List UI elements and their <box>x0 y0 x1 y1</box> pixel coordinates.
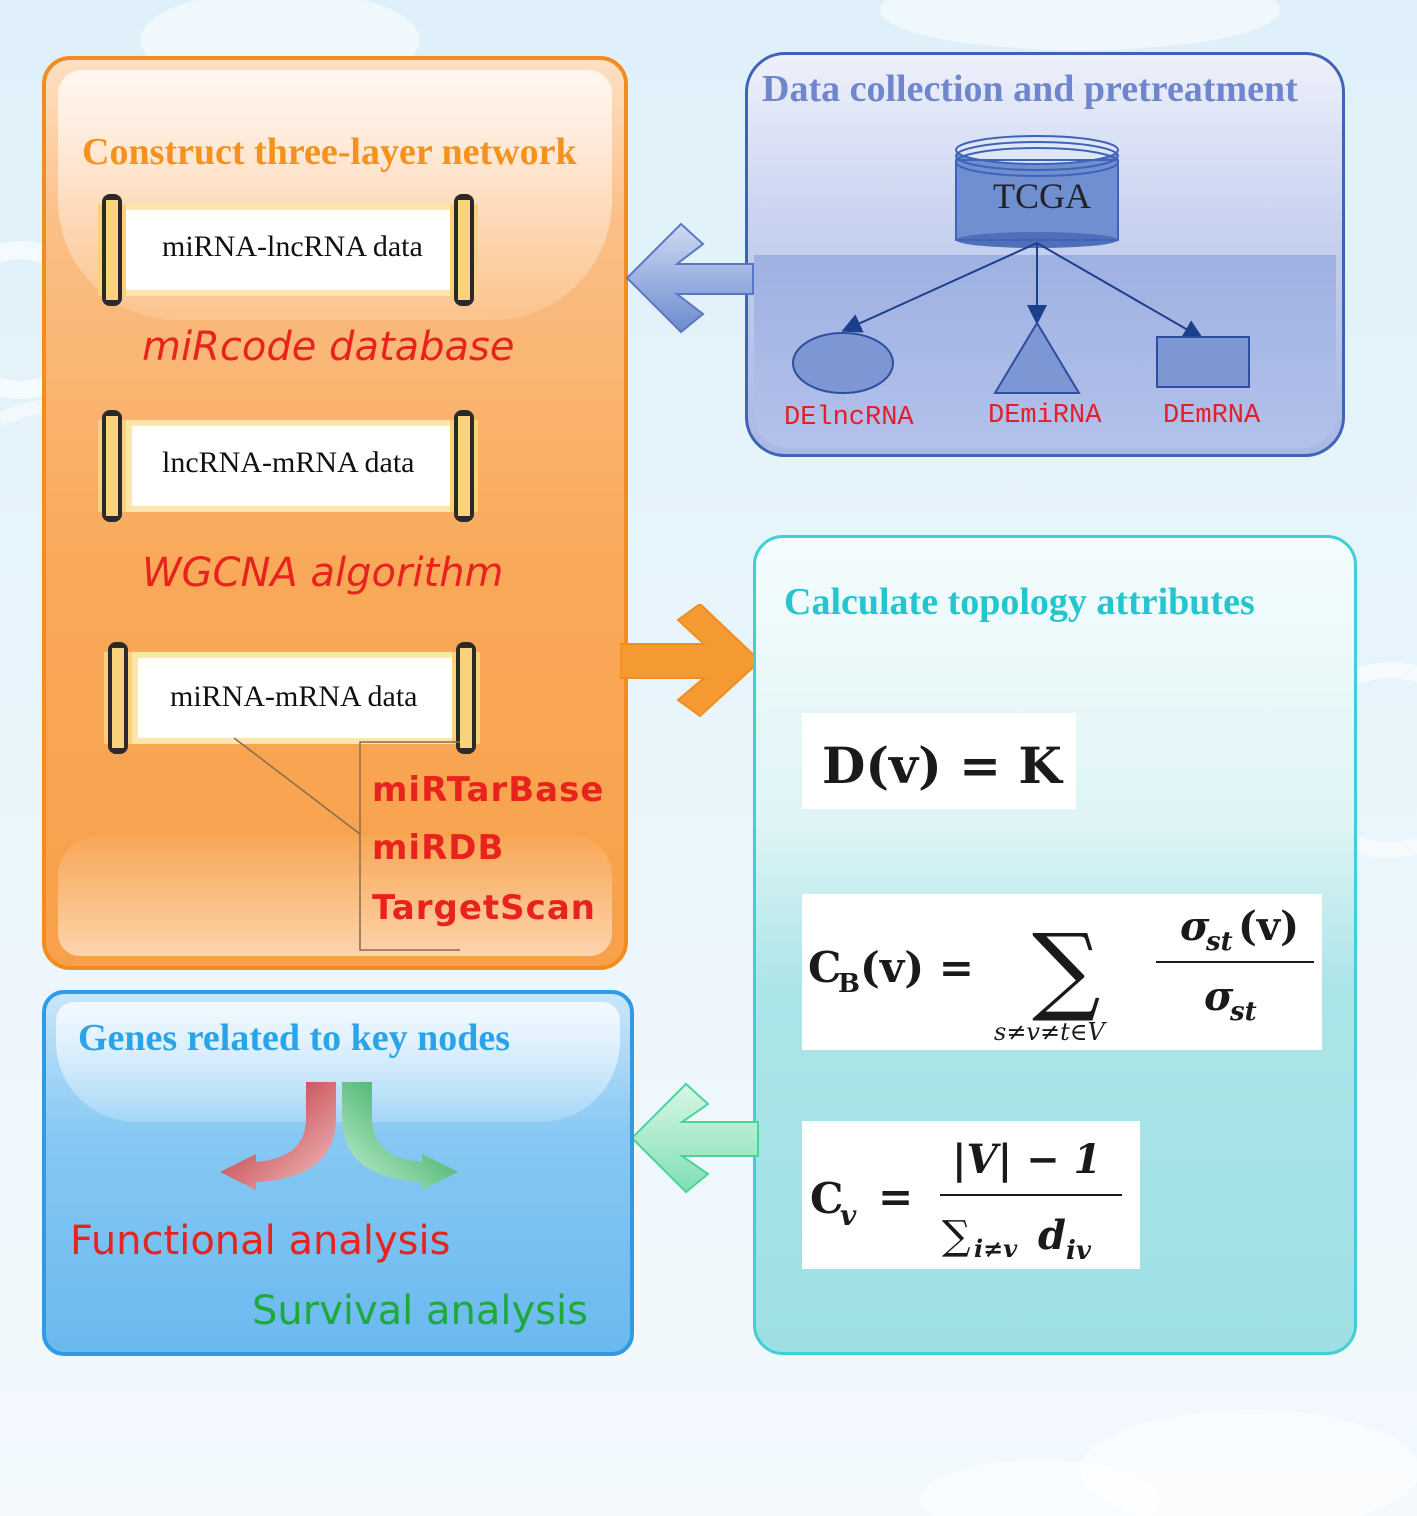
source-mircode: miRcode database <box>142 324 515 370</box>
database-icon <box>955 135 1119 248</box>
arrow-left-icon <box>625 222 754 334</box>
svg-text:∑: ∑ <box>1032 913 1101 1025</box>
topology-panel: Calculate topology attributes D(v) = K C… <box>753 535 1357 1355</box>
database-label: TCGA <box>993 176 1091 216</box>
split-arrows-icon <box>220 1082 458 1190</box>
survival-analysis-label: Survival analysis <box>252 1288 588 1334</box>
scroll-icon <box>98 410 478 522</box>
svg-text:σ: σ <box>1204 973 1234 1020</box>
betweenness-formula: C B (v) = ∑ s≠v≠t∈V σ st (v) σ st <box>802 894 1322 1050</box>
construct-panel-title: Construct three-layer network <box>82 131 577 173</box>
data-collection-panel: Data collection and pretreatment TCGA DE… <box>745 52 1345 457</box>
closeness-formula: C v = |V| − 1 ∑ i≠v d iv <box>802 1121 1140 1269</box>
scroll-label-mirna-mrna: miRNA-mRNA data <box>170 680 418 713</box>
svg-text:st: st <box>1229 997 1257 1027</box>
arrow-right-icon <box>620 604 762 718</box>
svg-text:i≠v: i≠v <box>974 1234 1018 1263</box>
degree-formula: D(v) = K <box>802 713 1076 809</box>
output-demirna: DEmiRNA <box>988 401 1102 431</box>
ellipse-shape <box>792 332 894 394</box>
svg-text:C: C <box>808 943 841 992</box>
data-panel-title: Data collection and pretreatment <box>762 68 1298 110</box>
source-mirdb: miRDB <box>372 828 505 868</box>
svg-text:s≠v≠t∈V: s≠v≠t∈V <box>994 1018 1108 1046</box>
scroll-icon <box>98 194 478 306</box>
source-wgcna: WGCNA algorithm <box>142 550 504 596</box>
scroll-icon <box>104 642 480 754</box>
svg-text:(v): (v) <box>1238 903 1299 950</box>
data-flow-diagram <box>792 135 1250 394</box>
arrow-left-icon <box>630 1082 759 1194</box>
svg-text:∑: ∑ <box>942 1213 971 1259</box>
output-delncrna: DElncRNA <box>784 403 914 433</box>
svg-text:B: B <box>838 969 860 999</box>
construct-network-panel: Construct three-layer network miRNA-lncR… <box>42 56 628 970</box>
svg-text:D(v) = K: D(v) = K <box>822 736 1063 795</box>
source-targetscan: TargetScan <box>372 888 596 928</box>
source-mirtarbase: miRTarBase <box>372 770 605 810</box>
scroll-label-lncrna-mrna: lncRNA-mRNA data <box>162 446 415 479</box>
svg-text:iv: iv <box>1066 1236 1092 1266</box>
genes-panel-title: Genes related to key nodes <box>78 1017 511 1059</box>
topology-panel-title: Calculate topology attributes <box>784 581 1255 623</box>
svg-text:σ: σ <box>1180 903 1210 950</box>
svg-text:v: v <box>840 1199 857 1232</box>
triangle-shape <box>993 321 1081 394</box>
scroll-label-mirna-lncrna: miRNA-lncRNA data <box>162 230 423 263</box>
genes-panel: Genes related to key nodes Functional an… <box>42 990 634 1356</box>
callout-bracket <box>233 737 460 951</box>
svg-text:st: st <box>1205 927 1233 957</box>
svg-text:d: d <box>1038 1212 1066 1259</box>
svg-text:C: C <box>810 1174 843 1223</box>
rectangle-shape <box>1156 336 1250 388</box>
svg-text:(v) =: (v) = <box>860 943 974 992</box>
output-demrna: DEmRNA <box>1163 401 1261 431</box>
functional-analysis-label: Functional analysis <box>70 1218 451 1264</box>
svg-text:=: = <box>878 1172 913 1221</box>
svg-text:|V| − 1: |V| − 1 <box>952 1136 1101 1183</box>
